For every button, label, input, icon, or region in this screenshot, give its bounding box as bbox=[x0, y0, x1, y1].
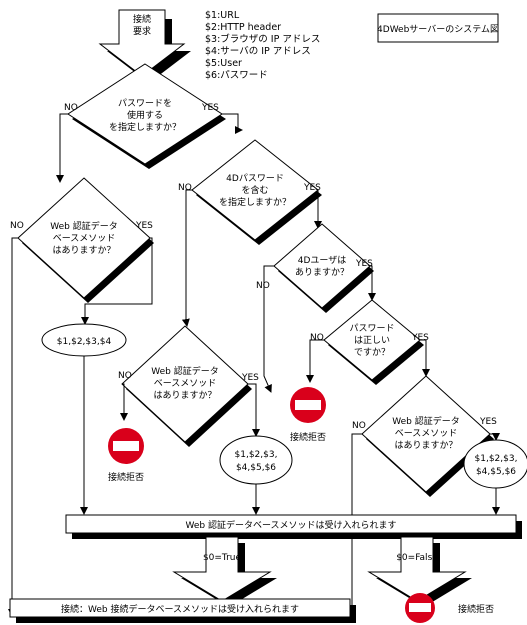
final-accepted-bar: 接続：Web 接続データベースメソッドは受け入れられます bbox=[9, 598, 356, 623]
web-auth-accepted-bar: Web 認証データベースメソッドは受け入れられます bbox=[65, 514, 522, 539]
svg-text:Web 認証データ: Web 認証データ bbox=[392, 415, 459, 427]
svg-text:ですか？: ですか？ bbox=[354, 347, 390, 358]
no-label-6: NO bbox=[310, 333, 324, 343]
params-four: $1,$2,$3,$4 bbox=[41, 323, 127, 357]
svg-text:使用する: 使用する bbox=[127, 109, 163, 121]
connector bbox=[490, 433, 500, 441]
params-six-right: $1,$2,$3, $4,$5,$6 bbox=[463, 439, 527, 489]
result-false-arrow: $0=False bbox=[367, 536, 472, 607]
svg-text:ベースメソッド: ベースメソッド bbox=[395, 429, 458, 439]
yes-label-7: YES bbox=[479, 417, 497, 427]
svg-text:Web 認証データ: Web 認証データ bbox=[50, 220, 117, 232]
deny-sign-mid: 接続拒否 bbox=[108, 428, 144, 483]
svg-text:$1,$2,$3,: $1,$2,$3, bbox=[235, 450, 278, 460]
svg-text:$1,$2,$3,: $1,$2,$3, bbox=[475, 454, 518, 464]
start-label-2: 要求 bbox=[133, 25, 151, 37]
decision-use-password: パスワードを 使用する を指定しますか？ bbox=[67, 63, 226, 169]
svg-text:ありますか？: ありますか？ bbox=[295, 267, 349, 278]
legend-item-1: $1:URL bbox=[205, 10, 240, 21]
yes-label-5: YES bbox=[241, 373, 259, 383]
yes-label-2: YES bbox=[303, 183, 321, 193]
deny-sign-bottom: 接続拒否 bbox=[405, 593, 494, 623]
svg-text:を指定しますか？: を指定しますか？ bbox=[109, 121, 181, 133]
svg-text:4Dユーザは: 4Dユーザは bbox=[298, 255, 346, 266]
connector bbox=[181, 189, 192, 327]
result-true-label: $0=True bbox=[203, 553, 242, 563]
params-six-mid: $1,$2,$3, $4,$5,$6 bbox=[219, 435, 293, 485]
legend-item-3: $3:ブラウザの IP アドレス bbox=[205, 33, 320, 45]
connector bbox=[222, 113, 243, 134]
connector bbox=[263, 265, 274, 393]
decision-web-auth-mid: Web 認証データ ベースメソッド はありますか？ bbox=[121, 325, 252, 447]
yes-label-6: YES bbox=[411, 333, 429, 343]
svg-text:$1,$2,$3,$4: $1,$2,$3,$4 bbox=[57, 337, 112, 347]
title-box: 4DWebサーバーのシステム図 bbox=[377, 13, 499, 43]
no-label-1: NO bbox=[64, 103, 78, 113]
no-label-2: NO bbox=[178, 183, 192, 193]
svg-text:ベースメソッド: ベースメソッド bbox=[53, 234, 116, 244]
yes-label-3: YES bbox=[135, 221, 153, 231]
connector bbox=[56, 113, 68, 183]
deny-label-mid: 接続拒否 bbox=[108, 471, 144, 483]
svg-text:Web 認証データ: Web 認証データ bbox=[151, 365, 218, 377]
svg-text:パスワードを: パスワードを bbox=[118, 98, 172, 109]
connector bbox=[81, 237, 153, 325]
decision-4d-user: 4Dユーザは ありますか？ bbox=[273, 223, 374, 313]
svg-text:を含む: を含む bbox=[241, 184, 268, 196]
legend-item-2: $2:HTTP header bbox=[205, 22, 281, 33]
connector bbox=[248, 383, 260, 437]
result-true-arrow: $0=True bbox=[172, 536, 277, 607]
svg-text:はありますか？: はありますか？ bbox=[52, 245, 115, 256]
svg-text:を指定しますか？: を指定しますか？ bbox=[219, 196, 291, 208]
decision-password-correct: パスワード は正しい ですか？ bbox=[323, 299, 424, 385]
svg-text:$4,$5,$6: $4,$5,$6 bbox=[476, 467, 516, 477]
result-false-label: $0=False bbox=[396, 553, 438, 563]
parameter-legend: $1:URL $2:HTTP header $3:ブラウザの IP アドレス $… bbox=[205, 10, 320, 81]
connector bbox=[348, 433, 362, 617]
start-label-1: 接続 bbox=[133, 13, 151, 25]
decision-4d-password: 4Dパスワード を含む を指定しますか？ bbox=[191, 139, 322, 245]
svg-text:$4,$5,$6: $4,$5,$6 bbox=[236, 463, 276, 473]
diagram-title: 4DWebサーバーのシステム図 bbox=[377, 24, 499, 35]
deny-label-bottom: 接続拒否 bbox=[458, 603, 494, 615]
decision-web-auth-left: Web 認証データ ベースメソッド はありますか？ bbox=[17, 177, 154, 303]
no-label-7: NO bbox=[352, 421, 366, 431]
yes-label-1: YES bbox=[201, 103, 219, 113]
connector bbox=[368, 265, 376, 301]
svg-text:接続：Web 接続データベースメソッドは受け入れられます: 接続：Web 接続データベースメソッドは受け入れられます bbox=[61, 603, 299, 615]
legend-item-4: $4:サーバの IP アドレス bbox=[205, 46, 311, 57]
decision-web-auth-right: Web 認証データ ベースメソッド はありますか？ bbox=[361, 375, 494, 497]
no-label-5: NO bbox=[118, 371, 132, 381]
deny-sign-right: 接続拒否 bbox=[290, 387, 326, 443]
no-label-4: NO bbox=[256, 281, 270, 291]
start-connection-arrow: 接続 要求 bbox=[98, 9, 191, 83]
deny-label-right: 接続拒否 bbox=[290, 431, 326, 443]
legend-item-5: $5:User bbox=[205, 58, 242, 69]
legend-item-6: $6:パスワード bbox=[205, 70, 268, 81]
connector bbox=[120, 383, 128, 421]
yes-label-4: YES bbox=[355, 259, 373, 269]
connector bbox=[306, 339, 324, 383]
connector bbox=[420, 339, 430, 377]
svg-text:はありますか？: はありますか？ bbox=[394, 440, 457, 451]
svg-text:は正しい: は正しい bbox=[354, 335, 390, 346]
svg-text:4Dパスワード: 4Dパスワード bbox=[226, 173, 284, 184]
svg-text:ベースメソッド: ベースメソッド bbox=[154, 379, 217, 389]
svg-text:パスワード: パスワード bbox=[349, 323, 394, 334]
connector bbox=[8, 237, 18, 617]
svg-text:はありますか？: はありますか？ bbox=[153, 390, 216, 401]
svg-text:Web 認証データベースメソッドは受け入れられます: Web 認証データベースメソッドは受け入れられます bbox=[185, 519, 396, 531]
no-label-3: NO bbox=[10, 221, 24, 231]
